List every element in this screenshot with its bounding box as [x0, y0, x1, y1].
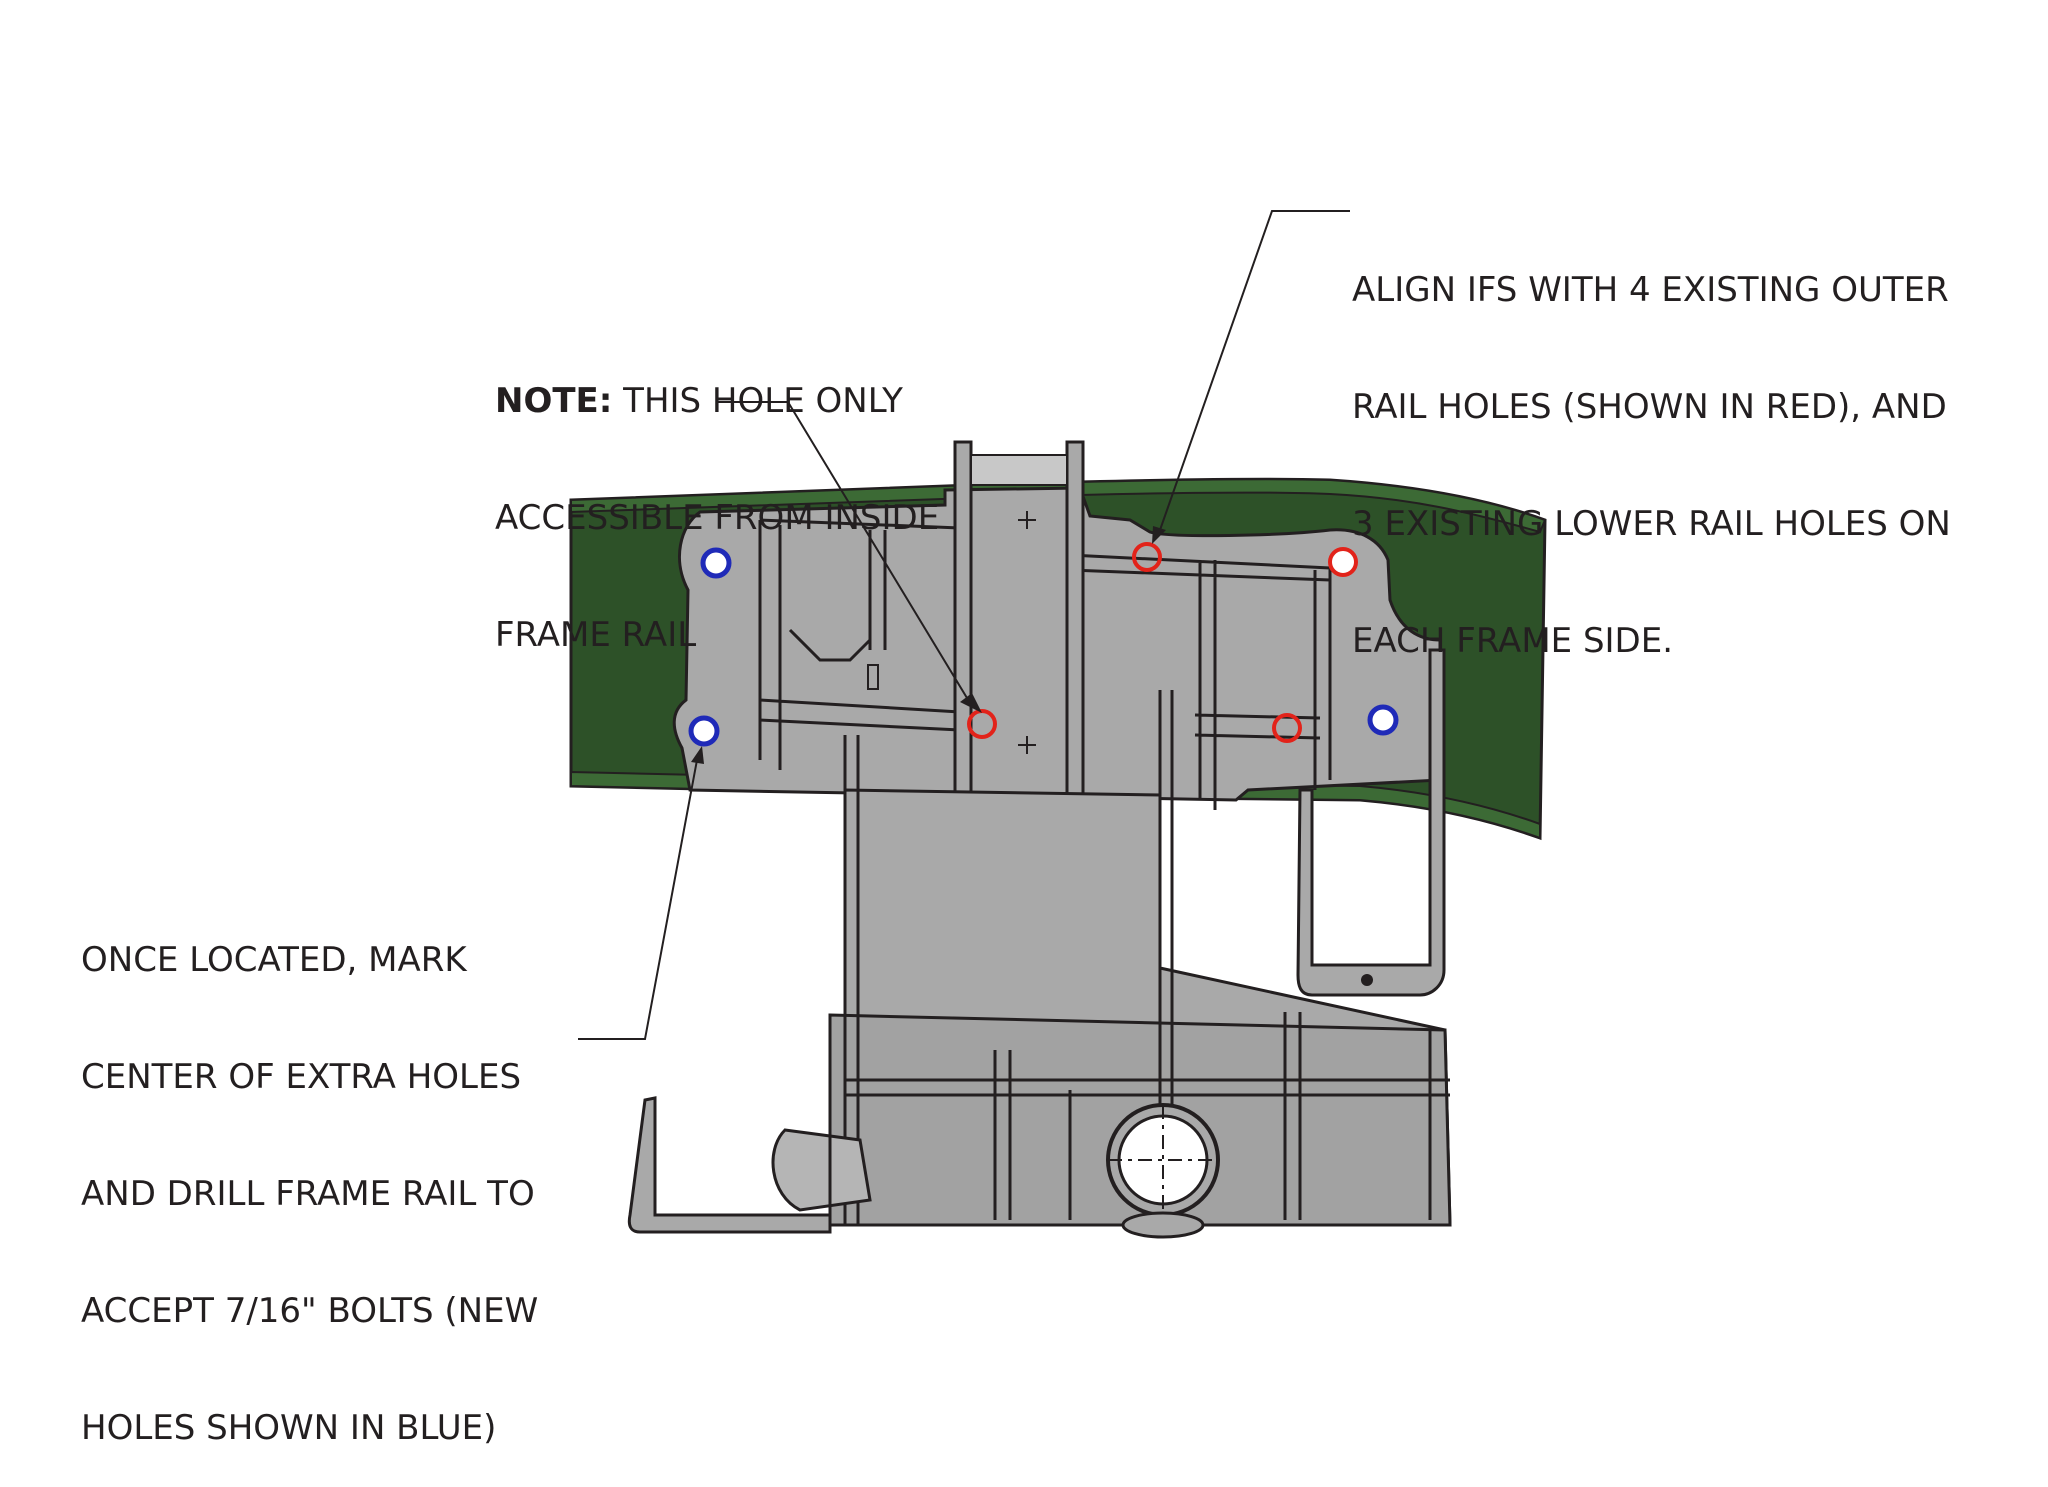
note-text-3: FRAME RAIL [495, 615, 697, 655]
existing-holes [967, 542, 1358, 743]
top-tabs [953, 440, 1085, 864]
mark-text-3: AND DRILL FRAME RAIL TO [81, 1174, 535, 1214]
existing-hole-lower-right [1272, 713, 1302, 743]
leader-mark-arrow [691, 746, 704, 764]
center-mark-lower [1018, 736, 1036, 754]
note-text-2: ACCESSIBLE FROM INSIDE [495, 498, 940, 538]
align-text-2: RAIL HOLES (SHOWN IN RED), AND [1352, 387, 1947, 427]
bracket-internal-lines [758, 518, 1332, 810]
bracket-plate-outline [672, 486, 1442, 802]
leader-lines [578, 210, 1350, 1040]
tube-lower-lip [1121, 1211, 1205, 1239]
right-hanger-body [1296, 648, 1446, 997]
tube-center-mark [1108, 1105, 1218, 1215]
leader-note-arrow [960, 693, 982, 713]
right-hanger-hole [1361, 974, 1373, 986]
crossmember-inner-lines [843, 690, 1450, 1225]
leader-mark [578, 759, 698, 1040]
crossmember-tube-bore [1117, 1114, 1209, 1206]
note-text-1: THIS HOLE ONLY [612, 381, 903, 421]
crossmember [828, 690, 1452, 1239]
leader-align-arrow [1152, 526, 1166, 544]
right-hanger [1296, 648, 1446, 997]
center-mark-upper [1018, 511, 1036, 529]
note-prefix: NOTE: [495, 381, 613, 421]
left-sleeve [771, 1128, 872, 1212]
leader-align [1159, 210, 1350, 531]
new-holes [688, 547, 1399, 747]
new-hole-upper-left [700, 547, 732, 579]
align-callout: ALIGN IFS WITH 4 EXISTING OUTER RAIL HOL… [1352, 193, 1951, 700]
align-text-1: ALIGN IFS WITH 4 EXISTING OUTER [1352, 270, 1949, 310]
mark-text-2: CENTER OF EXTRA HOLES [81, 1057, 522, 1097]
existing-hole-lower-center [967, 709, 997, 739]
mark-text-5: HOLES SHOWN IN BLUE) [81, 1408, 497, 1448]
ifs-install-diagram [569, 210, 1547, 1239]
left-lower-bracket [627, 1015, 872, 1234]
align-text-3: 3 EXISTING LOWER RAIL HOLES ON [1352, 504, 1951, 544]
note-callout-line-1: NOTE: THIS HOLE ONLY [495, 382, 939, 421]
note-callout: NOTE: THIS HOLE ONLY ACCESSIBLE FROM INS… [495, 304, 939, 694]
frame-bracket-plate [672, 486, 1442, 810]
mark-text-4: ACCEPT 7/16" BOLTS (NEW [81, 1291, 539, 1331]
new-hole-lower-left [688, 715, 720, 747]
leader-note [716, 401, 968, 699]
mark-text-1: ONCE LOCATED, MARK [81, 940, 467, 980]
align-text-4: EACH FRAME SIDE. [1352, 621, 1674, 661]
bracket-slot [867, 664, 879, 690]
existing-hole-upper-center [1132, 542, 1162, 572]
mark-callout: ONCE LOCATED, MARK CENTER OF EXTRA HOLES… [81, 863, 538, 1487]
left-lower-bracket-body [627, 1096, 832, 1234]
new-hole-right [1367, 704, 1399, 736]
existing-hole-upper-right [1328, 547, 1358, 577]
tab-bridge [970, 454, 1068, 486]
